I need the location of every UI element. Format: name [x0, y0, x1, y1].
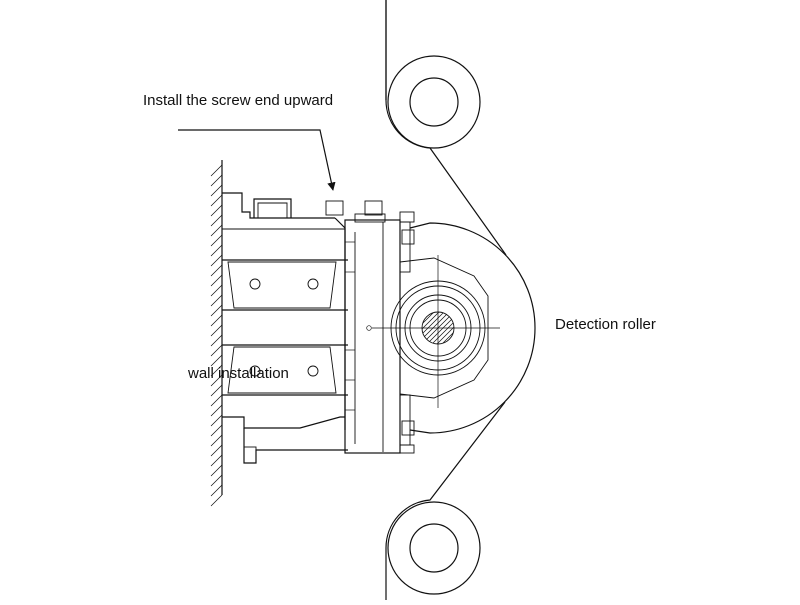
wall-hatch-line [210, 414, 223, 427]
wall-hatch-line [210, 304, 223, 317]
wall-hatch-line [210, 204, 223, 217]
wall-hatch-line [210, 484, 223, 497]
sensor-housing [344, 211, 415, 454]
lower-guide-roller [387, 501, 481, 595]
wall-hatch-line [210, 314, 223, 327]
wall-hatch-line [210, 184, 223, 197]
upper-guide-roller [387, 55, 481, 149]
screw-leader-arrow [178, 129, 336, 191]
mounting-bracket [222, 192, 383, 464]
wall-hatch-line [210, 224, 223, 237]
wall-hatch-line [210, 394, 223, 407]
wall-hatch-line [210, 354, 223, 367]
wall-hatch-line [210, 234, 223, 247]
detection-roller [409, 222, 536, 434]
wall-hatch-line [210, 464, 223, 477]
wall-hatch-line [210, 364, 223, 377]
wall-hatch-line [210, 294, 223, 307]
wall-hatch-line [210, 384, 223, 397]
wall-hatch-line [210, 244, 223, 257]
wall-hatching [210, 164, 223, 507]
shaft-hatch-line [422, 312, 439, 344]
wall-hatch-line [210, 454, 223, 467]
wall-installation-label: wall installation [188, 365, 289, 382]
wall-hatch-line [210, 264, 223, 277]
wall-hatch-line [210, 194, 223, 207]
wall-hatch-line [210, 424, 223, 437]
wall-hatch-line [210, 284, 223, 297]
wall-hatch-line [210, 174, 223, 187]
wall-hatch-line [210, 374, 223, 387]
wall-hatch-line [210, 444, 223, 457]
shaft-hatch-line [437, 312, 454, 344]
screw-note-label: Install the screw end upward [143, 92, 334, 109]
wall-hatch-line [210, 434, 223, 447]
wall-hatch-line [210, 324, 223, 337]
detection-roller-label: Detection roller [555, 316, 656, 333]
wall-hatch-line [210, 404, 223, 417]
wall-hatch-line [210, 344, 223, 357]
wall-hatch-line [210, 494, 223, 507]
wall [210, 160, 223, 507]
wall-hatch-line [210, 254, 223, 267]
wall-hatch-line [210, 474, 223, 487]
bearing-block [372, 255, 500, 408]
wall-hatch-line [210, 214, 223, 227]
wall-hatch-line [210, 334, 223, 347]
wall-hatch-line [210, 274, 223, 287]
wall-hatch-line [210, 164, 223, 177]
